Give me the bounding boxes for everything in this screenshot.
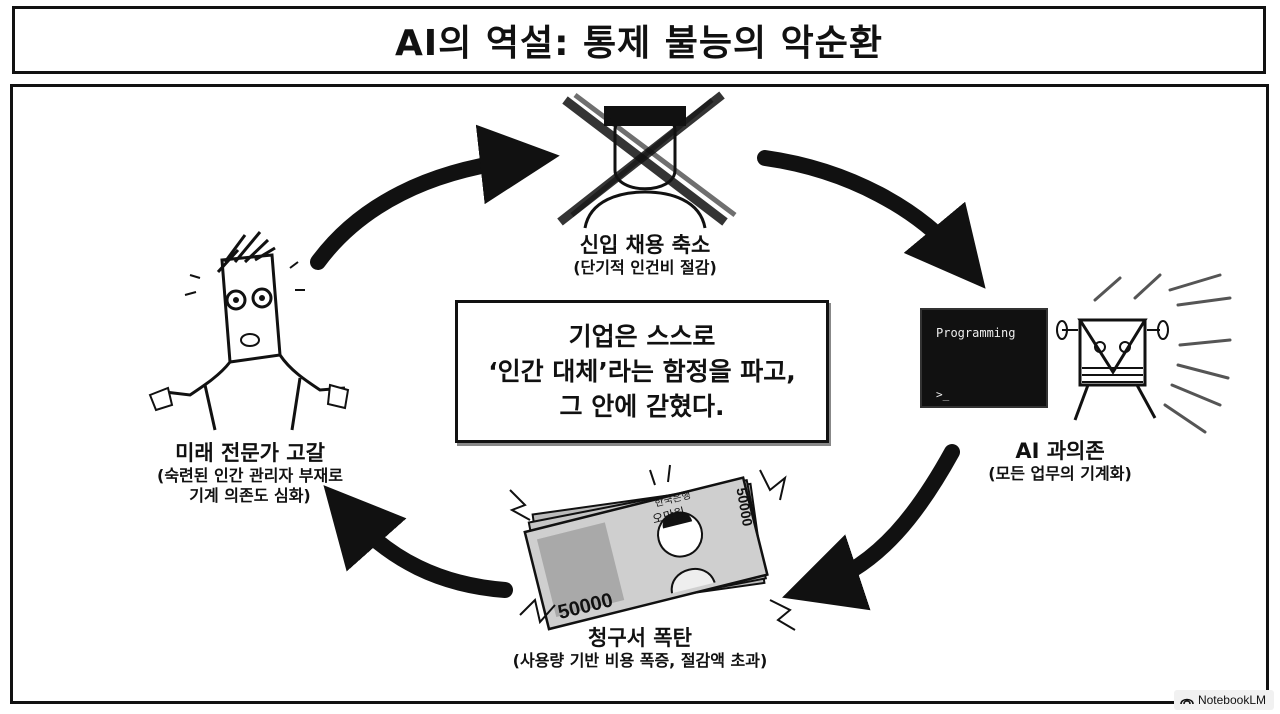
node-hiring-label: 신입 채용 축소 xyxy=(579,233,711,257)
arrow-billing-to-experts xyxy=(323,485,513,598)
terminal-title: Programming xyxy=(936,326,1016,340)
crossed-out-person-icon xyxy=(557,91,737,229)
center-line-2: ‘인간 대체’라는 함정을 파고, xyxy=(488,357,796,386)
center-message-box: 기업은 스스로 ‘인간 대체’라는 함정을 파고, 그 안에 갇혔다. xyxy=(455,300,829,443)
node-hiring: 신입 채용 축소 (단기적 인건비 절감) xyxy=(530,232,760,278)
page-title: AI의 역설: 통제 불능의 악순환 xyxy=(394,23,884,64)
node-experts: 미래 전문가 고갈 (숙련된 인간 관리자 부재로 기계 의존도 심화) xyxy=(110,440,390,506)
node-billing: 청구서 폭탄 (사용량 기반 비용 폭증, 절감액 초과) xyxy=(455,625,825,671)
stressed-person-icon xyxy=(148,231,350,431)
terminal-prompt: >_ xyxy=(936,388,950,401)
node-experts-label: 미래 전문가 고갈 xyxy=(175,441,325,465)
robot-icon xyxy=(1056,273,1232,434)
banknote-value-back: 50000 xyxy=(733,486,756,527)
node-experts-sublabel-line1: (숙련된 인간 관리자 부재로 xyxy=(157,466,343,486)
node-billing-sublabel: (사용량 기반 비용 폭증, 절감액 초과) xyxy=(512,651,768,671)
banknote-stack-icon: 50000 한국은행 오만원 50000 xyxy=(509,464,796,631)
arrow-ai-to-billing xyxy=(782,444,960,611)
node-ai-dependence-sublabel: (모든 업무의 기계화) xyxy=(988,464,1132,484)
arrow-hiring-to-ai xyxy=(757,150,986,289)
notebooklm-label: NotebookLM xyxy=(1197,693,1266,707)
center-line-3: 그 안에 갇혔다. xyxy=(559,392,725,421)
notebooklm-badge[interactable]: NotebookLM xyxy=(1173,690,1274,710)
node-hiring-sublabel: (단기적 인건비 절감) xyxy=(573,258,717,278)
node-billing-label: 청구서 폭탄 xyxy=(588,626,692,650)
arrow-experts-to-hiring xyxy=(310,124,560,270)
node-experts-sublabel-line2: 기계 의존도 심화) xyxy=(189,486,311,506)
node-ai-dependence: AI 과의존 (모든 업무의 기계화) xyxy=(950,438,1170,484)
node-ai-dependence-label: AI 과의존 xyxy=(1015,439,1105,463)
notebooklm-logo-icon xyxy=(1180,698,1194,705)
title-banner: AI의 역설: 통제 불능의 악순환 xyxy=(12,6,1266,74)
terminal-window: Programming >_ xyxy=(920,308,1048,408)
center-line-1: 기업은 스스로 xyxy=(568,322,716,351)
